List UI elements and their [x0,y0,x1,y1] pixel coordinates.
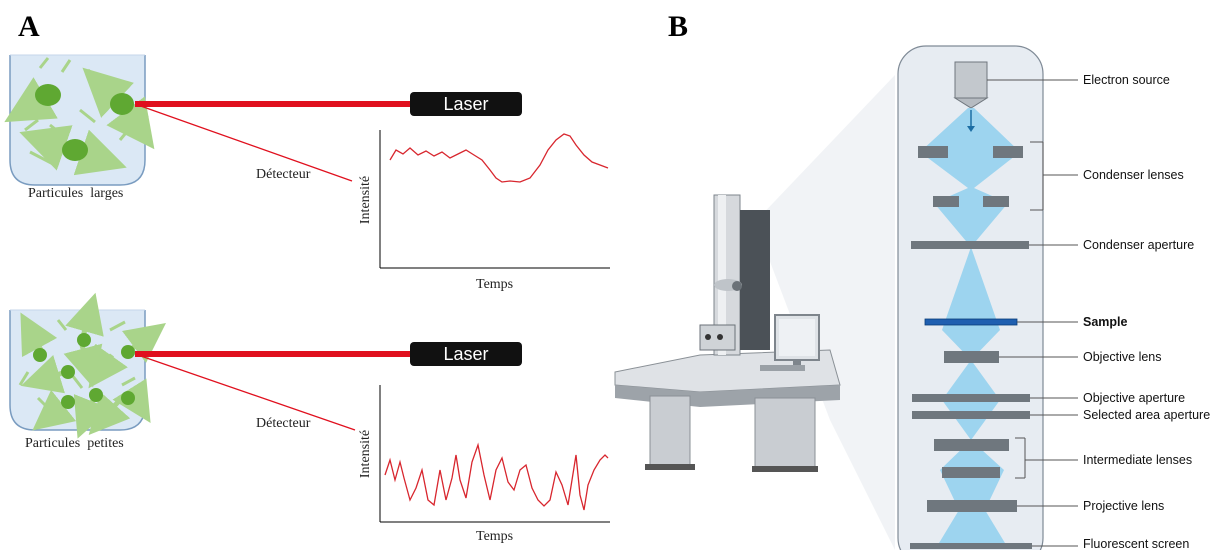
scatter-ray-top [134,103,353,182]
detector-label-bottom: Détecteur [256,416,311,431]
label-selected-area-aperture: Selected area aperture [1083,408,1211,422]
label-sample: Sample [1083,315,1128,329]
large-particles [4,57,155,176]
label-fluorescent-screen: Fluorescent screen [1083,537,1190,551]
leader-lines [987,79,1078,547]
tem-instrument [614,194,841,472]
scatter-ray-bottom [134,353,356,431]
lens-stack [910,146,1032,549]
detector-label-top: Détecteur [256,167,311,182]
laser-label-bottom: Laser [410,342,522,366]
label-objective-aperture: Objective aperture [1083,391,1186,405]
panel-b-letter: B [668,10,689,43]
electron-source [953,61,989,109]
intensity-plot-large [379,130,610,269]
small-particles [18,292,166,439]
label-condenser-aperture: Condenser aperture [1083,238,1195,252]
x-axis-label-top: Temps [476,277,514,292]
x-axis-label-bottom: Temps [476,529,514,544]
zoom-wedge [755,75,895,550]
label-objective-lens: Objective lens [1083,350,1162,364]
electron-beam [920,108,1020,548]
signal-curve-small [384,442,609,511]
intensity-plot-small [379,385,610,523]
label-condenser-lenses: Condenser lenses [1083,168,1184,182]
small-particles-label: Particules petites [25,436,124,451]
label-electron-source: Electron source [1083,73,1170,87]
large-particles-label: Particules larges [28,186,124,201]
panel-a-letter: A [18,10,40,43]
laser-label-top: Laser [410,92,522,116]
label-projective-lens: Projective lens [1083,499,1165,513]
signal-curve-large [389,133,609,183]
sample-plate [924,318,1018,326]
label-intermediate-lenses: Intermediate lenses [1083,453,1193,467]
